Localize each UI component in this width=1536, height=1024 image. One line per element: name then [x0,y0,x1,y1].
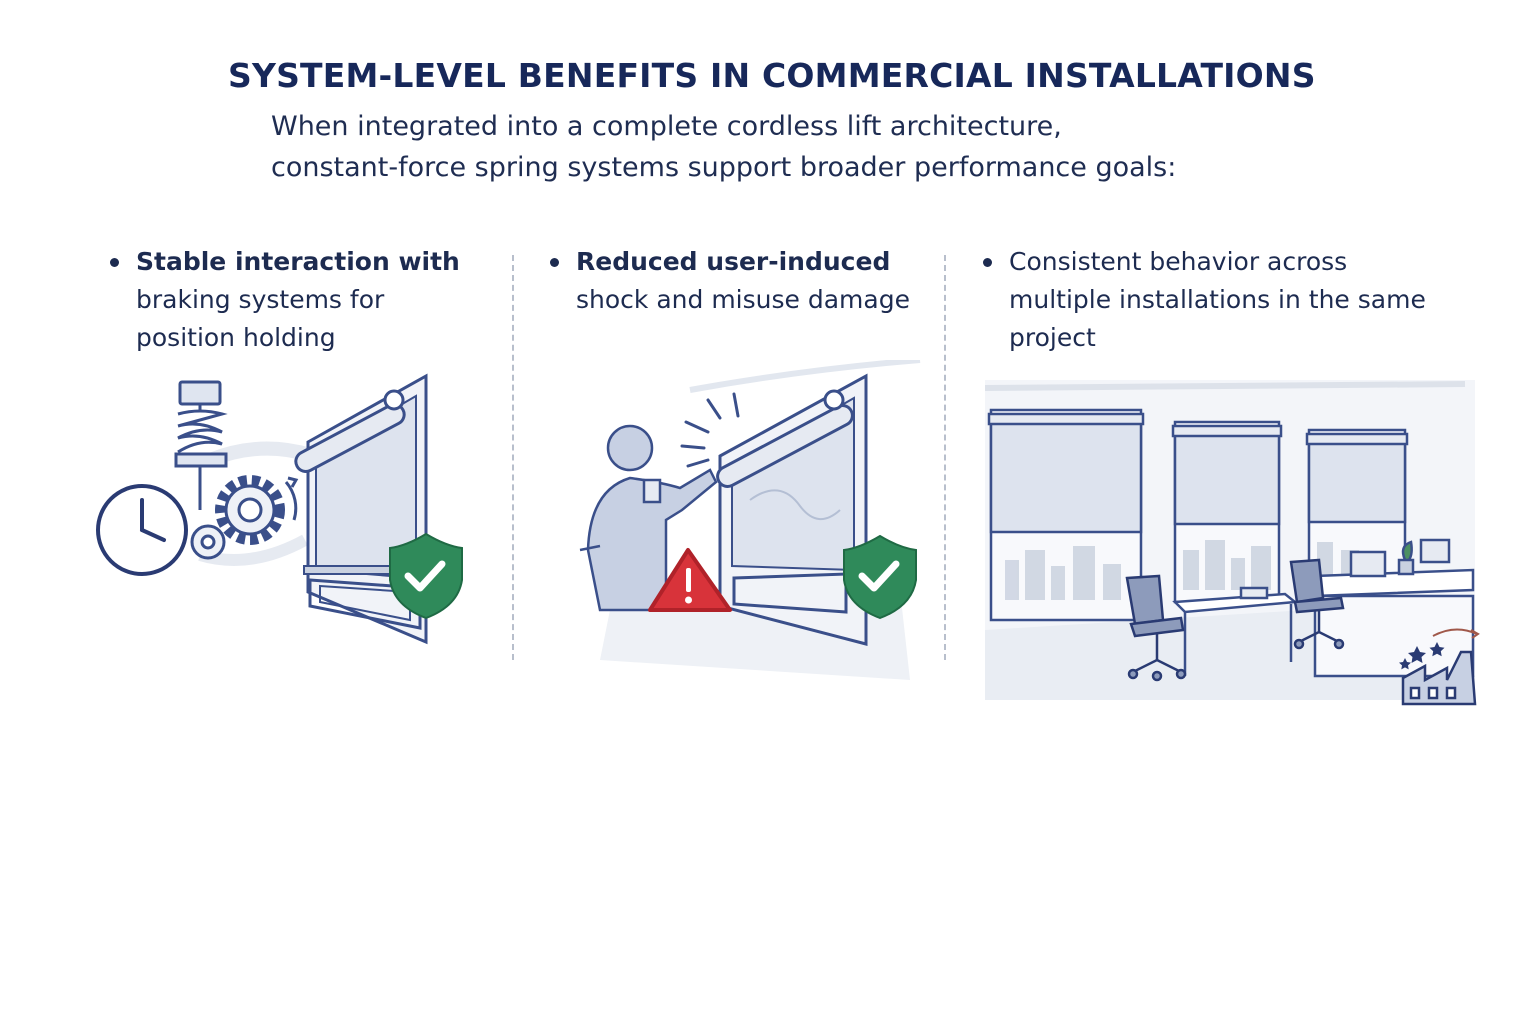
benefit-1: Stable interaction with braking systems … [110,243,460,357]
page-title: SYSTEM-LEVEL BENEFITS IN COMMERCIAL INST… [228,56,1316,95]
benefit-2: Reduced user-induced shock and misuse da… [550,243,910,319]
benefit-3: Consistent behavior across multiple inst… [983,243,1426,357]
check-shield-icon [389,532,463,620]
intro-text: When integrated into a complete cordless… [271,106,1251,188]
warning-icon [648,548,732,612]
desk-icon [1172,538,1475,678]
benefit-3-line-1: Consistent behavior across [1009,247,1348,276]
intro-line-2: constant-force spring systems support br… [271,152,1177,183]
braking-system-illustration [96,373,463,645]
bullet-icon [110,258,119,267]
benefit-3-line-3: project [1009,323,1096,352]
clock-icon [96,484,188,576]
column-divider-1 [512,255,514,660]
spring-icon [174,380,228,510]
benefit-2-line-1: Reduced user-induced [576,247,891,276]
benefit-3-line-2: multiple installations in the same [1009,285,1426,314]
office-illustration [985,380,1480,706]
office-chair-icon [1125,558,1345,682]
factory-icon [1401,650,1477,706]
benefit-1-line-1: Stable interaction with [136,247,460,276]
benefit-1-line-3: position holding [136,323,336,352]
bullet-icon [550,258,559,267]
misuse-illustration [579,360,921,680]
gear-icon [190,475,299,560]
column-divider-2 [944,255,946,660]
check-shield-icon [843,534,917,620]
benefit-1-line-2: braking systems for [136,285,385,314]
roller-shade-icon [716,373,868,646]
bullet-icon [983,258,992,267]
benefit-2-line-2: shock and misuse damage [576,285,910,314]
person-icon [579,424,718,612]
intro-line-1: When integrated into a complete cordless… [271,111,1062,142]
